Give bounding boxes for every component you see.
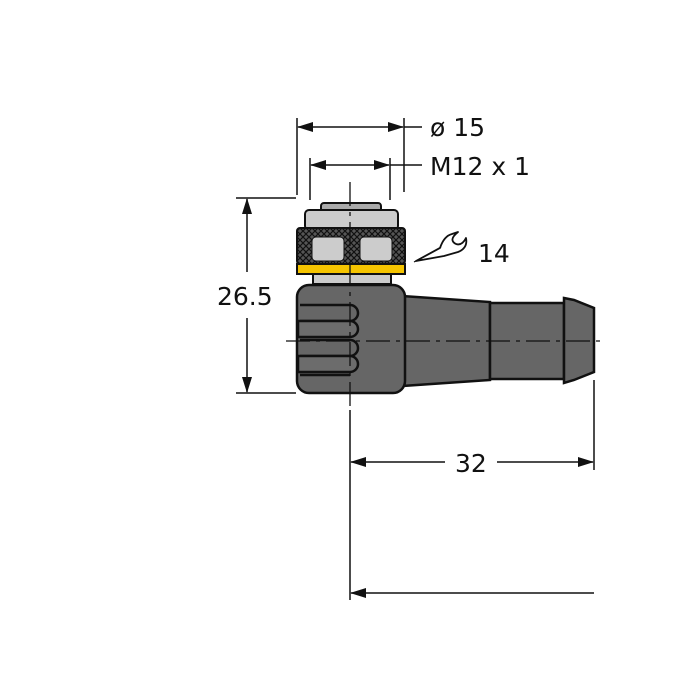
wrench-size-label: 14	[478, 239, 510, 268]
connector-body	[295, 283, 596, 395]
dimension-length: 32	[349, 380, 595, 600]
height-label: 26.5	[217, 282, 273, 311]
center-lines	[286, 182, 600, 410]
length-label: 32	[455, 449, 487, 478]
dimension-thread: M12 x 1	[309, 152, 530, 200]
dimension-outer-diameter: ø 15	[296, 113, 485, 195]
thread-label: M12 x 1	[430, 152, 530, 181]
outer-diameter-label: ø 15	[430, 113, 485, 142]
wrench-size: 14	[413, 231, 510, 268]
connector-coupling-nut	[296, 202, 406, 285]
wrench-icon	[413, 231, 468, 263]
grip-ribs	[296, 303, 360, 377]
dimension-height: 26.5	[217, 197, 296, 394]
